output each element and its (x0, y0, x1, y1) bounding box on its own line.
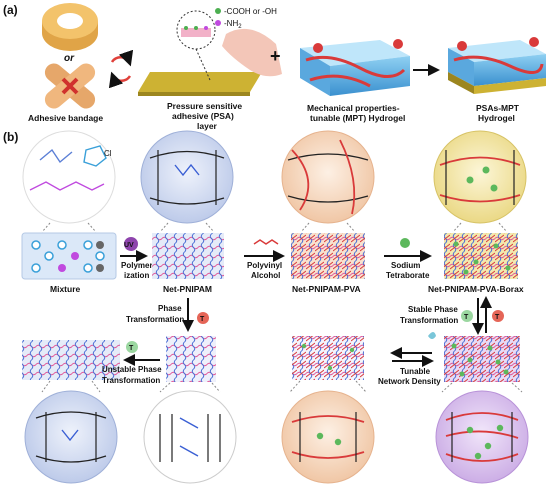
finger-icon (222, 28, 282, 77)
net-pnipam-label: Net-PNIPAM (163, 284, 212, 294)
net-pnipam-box (152, 233, 224, 279)
tunable-left-box (292, 336, 364, 380)
legend-nh2: -NH2 (224, 19, 242, 30)
psa-label-3: layer (197, 121, 218, 131)
uv-badge (124, 237, 138, 251)
zoom-circle-net-borax (433, 130, 527, 224)
recycle-arrows-icon (108, 49, 134, 89)
net-borax-box (444, 233, 518, 279)
heat-label: T (200, 316, 205, 323)
stable-label-1: Stable Phase (408, 305, 458, 314)
cool-label-right: T (464, 314, 469, 321)
bandage-icon (44, 63, 96, 109)
mixture-label: Mixture (50, 284, 81, 294)
legend-cooh: -COOH or -OH (224, 7, 277, 16)
pva-label-2: Alcohol (251, 271, 280, 280)
panel-a-label: (a) (3, 3, 18, 17)
net-pva-box (291, 233, 365, 279)
zoom-circle-collapsed (143, 390, 237, 484)
plus-sign: + (270, 46, 281, 66)
borate-label-1: Sodium (391, 261, 420, 270)
borax-dots (453, 241, 511, 275)
zoom-circle-dense (435, 390, 529, 484)
collapsed-box (166, 336, 216, 382)
psa-label-2: adhesive (PSA) (172, 111, 234, 121)
bandage-label: Adhesive bandage (28, 113, 103, 123)
unstable-box (22, 340, 120, 380)
zoom-connectors-top (41, 222, 508, 233)
net-borax-label: Net-PNIPAM-PVA-Borax (428, 284, 524, 294)
cool-icon-left (126, 341, 138, 353)
zoom-circle-unstable (24, 390, 118, 484)
dense-dots (451, 343, 509, 377)
cl-label: Cl (104, 149, 112, 158)
pva-label-1: Polyvinyl (247, 261, 282, 270)
cool-icon-right (461, 310, 473, 322)
cooh-legend-dot (215, 8, 221, 14)
heat-icon (197, 312, 209, 324)
polymerization-label-1: Polymer- (121, 261, 156, 270)
tunable-left-dots (301, 343, 355, 371)
zoom-circle-monomers: Cl (22, 130, 116, 224)
dense-box (444, 336, 520, 382)
panel-a: (a) or Adhesive bandage (3, 3, 546, 131)
psas-mpt-block (448, 37, 546, 94)
mpt-label-1: Mechanical properties- (307, 103, 400, 113)
tape-roll-icon (42, 3, 98, 51)
mpt-label-2: tunable (MPT) Hydrogel (310, 113, 405, 123)
phase-label-2: Transformation (126, 315, 184, 324)
phase-label-1: Phase (158, 304, 182, 313)
polymerization-label-2: ization (124, 271, 149, 280)
psamp-label-2: Hydrogel (478, 113, 515, 123)
heat-label-right: T (495, 314, 500, 321)
unstable-label-2: Transformation (102, 376, 160, 385)
psa-label-1: Pressure sensitive (167, 101, 242, 111)
borate-dot-icon (400, 238, 410, 248)
psa-layer (138, 10, 282, 96)
tunable-label-1: Tunable (400, 367, 431, 376)
zoom-circle-net-pnipam (140, 130, 234, 224)
zoom-circle-loose (281, 390, 375, 484)
cool-label-left: T (129, 345, 134, 352)
psamp-label-1: PSAs-MPT (476, 103, 520, 113)
unstable-label-1: Unstable Phase (102, 365, 162, 374)
tunable-label-2: Network Density (378, 377, 441, 386)
nh2-legend-dot (215, 20, 221, 26)
or-text: or (64, 53, 75, 64)
zoom-circle-net-pnipam-pva (281, 130, 375, 224)
borate-label-2: Tetraborate (386, 271, 430, 280)
mpt-hydrogel-block (300, 39, 410, 96)
panel-b-label: (b) (3, 130, 18, 144)
mixture-box (21, 232, 117, 280)
pva-chain-icon (253, 239, 279, 245)
heat-icon-right (492, 310, 504, 322)
uv-label: UV (124, 242, 134, 249)
stable-label-2: Transformation (400, 316, 458, 325)
water-drop-icon (428, 332, 436, 339)
net-pva-label: Net-PNIPAM-PVA (292, 284, 361, 294)
panel-b: (b) Cl (3, 130, 529, 484)
